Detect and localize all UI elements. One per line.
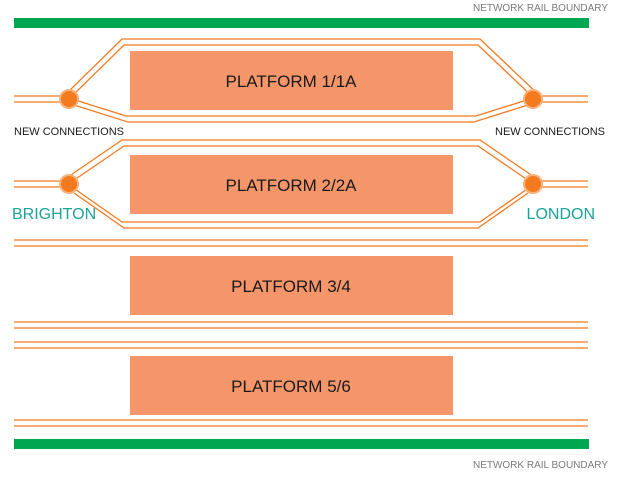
- connection-nodes: [59, 89, 543, 194]
- connection-node-upper-left: [59, 89, 79, 109]
- platform-label: PLATFORM 5/6: [231, 377, 351, 396]
- platform-block: [130, 155, 453, 214]
- bottom-boundary-line: [14, 439, 589, 449]
- new-connections-label-right: NEW CONNECTIONS: [495, 126, 605, 138]
- bottom-boundary-label: NETWORK RAIL BOUNDARY: [473, 460, 608, 471]
- straight-tracks: [14, 239, 588, 427]
- platform-label: PLATFORM 3/4: [231, 277, 351, 296]
- platform-5-6: PLATFORM 5/6: [130, 356, 453, 415]
- platform-1-1a: PLATFORM 1/1A: [130, 51, 453, 110]
- top-boundary-label: NETWORK RAIL BOUNDARY: [473, 3, 608, 14]
- connection-node-middle-right: [523, 174, 543, 194]
- platform-label: PLATFORM 1/1A: [226, 72, 358, 91]
- connection-node-middle-left: [59, 174, 79, 194]
- platform-block: [130, 256, 453, 315]
- platform-block: [130, 356, 453, 415]
- top-boundary-line: [14, 18, 589, 28]
- platform-2-2a: PLATFORM 2/2A: [130, 155, 453, 214]
- london-label: LONDON: [527, 206, 595, 223]
- new-connections-label-left: NEW CONNECTIONS: [14, 126, 124, 138]
- upper-loop-tracks: [14, 38, 588, 123]
- platform-3-4: PLATFORM 3/4: [130, 256, 453, 315]
- brighton-label: BRIGHTON: [12, 206, 96, 223]
- platform-label: PLATFORM 2/2A: [226, 176, 358, 195]
- connection-node-upper-right: [523, 89, 543, 109]
- middle-loop-tracks: [14, 139, 588, 229]
- platform-block: [130, 51, 453, 110]
